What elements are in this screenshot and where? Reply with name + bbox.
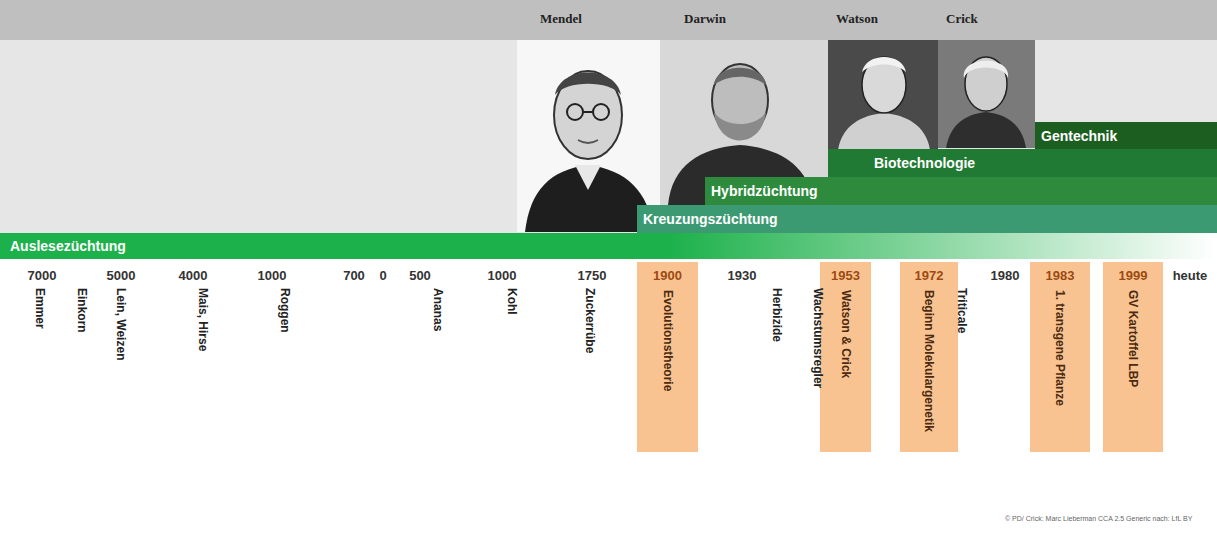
timeline-event: Triticale (955, 288, 969, 333)
timeline-event: Emmer (33, 288, 47, 329)
timeline-event: Ananas (431, 288, 445, 331)
person-name: Mendel (540, 11, 582, 27)
person-name: Crick (946, 11, 978, 27)
timeline-year: 0 (379, 268, 386, 283)
timeline-year: 5000 (107, 268, 136, 283)
timeline-year: 4000 (179, 268, 208, 283)
panel-ground (0, 40, 1217, 233)
milestone-event: Beginn Molekulargenetik (922, 290, 936, 432)
band-label: Auslesezüchtung (10, 238, 126, 254)
timeline-event: Einkorn (75, 288, 89, 333)
person-name: Darwin (684, 11, 726, 27)
milestone-event: Evolutionstheorie (661, 290, 675, 391)
timeline-event: Zuckerrübe (583, 288, 597, 353)
timeline-year: 700 (343, 268, 365, 283)
band-label: Gentechnik (1041, 128, 1117, 144)
header-bar (0, 0, 1217, 40)
band-label: Hybridzüchtung (711, 183, 818, 199)
milestone-event: GV Kartoffel LBP (1126, 290, 1140, 387)
timeline-year: 7000 (28, 268, 57, 283)
timeline-event: Wachstumsregler (811, 288, 825, 388)
breeding-band: Auslesezüchtung (0, 233, 1217, 259)
timeline-year: 500 (409, 268, 431, 283)
milestone-box: 1972Beginn Molekulargenetik (900, 262, 958, 452)
milestone-event: 1. transgene Pflanze (1053, 290, 1067, 406)
timeline-year: 1000 (488, 268, 517, 283)
timeline-year: 1000 (258, 268, 287, 283)
band-label: Biotechnologie (874, 155, 975, 171)
band-label: Kreuzungszüchtung (643, 211, 778, 227)
timeline-event: Kohl (505, 288, 519, 315)
timeline-event: Mais, Hirse (196, 288, 210, 351)
timeline-year: 1750 (578, 268, 607, 283)
milestone-year: 1953 (820, 268, 871, 283)
timeline-event: Roggen (278, 288, 292, 333)
timeline-event: Herbizide (770, 288, 784, 342)
portrait-watson (828, 40, 938, 150)
breeding-band: Kreuzungszüchtung (637, 205, 1217, 233)
credit-note: © PD/ Crick: Marc Lieberman CCA 2.5 Gene… (1005, 515, 1192, 522)
portrait-crick (938, 40, 1035, 148)
milestone-year: 1900 (637, 268, 698, 283)
milestone-year: 1983 (1030, 268, 1090, 283)
milestone-year: 1999 (1103, 268, 1163, 283)
breeding-band: Biotechnologie (828, 149, 1217, 177)
milestone-box: 1900Evolutionstheorie (637, 262, 698, 452)
portrait-mendel (517, 40, 660, 232)
milestone-box: 1983 1. transgene Pflanze (1030, 262, 1090, 452)
timeline-event: Lein, Weizen (114, 288, 128, 360)
person-name: Watson (836, 11, 878, 27)
timeline-year: 1930 (728, 268, 757, 283)
milestone-event: Watson & Crick (839, 290, 853, 378)
breeding-band: Hybridzüchtung (705, 177, 1217, 205)
breeding-band: Gentechnik (1035, 122, 1217, 149)
milestone-box: 1953Watson & Crick (820, 262, 871, 452)
timeline-year: 1980 (991, 268, 1020, 283)
milestone-year: 1972 (900, 268, 958, 283)
milestone-box: 1999 GV Kartoffel LBP (1103, 262, 1163, 452)
timeline-year: heute (1173, 268, 1208, 283)
